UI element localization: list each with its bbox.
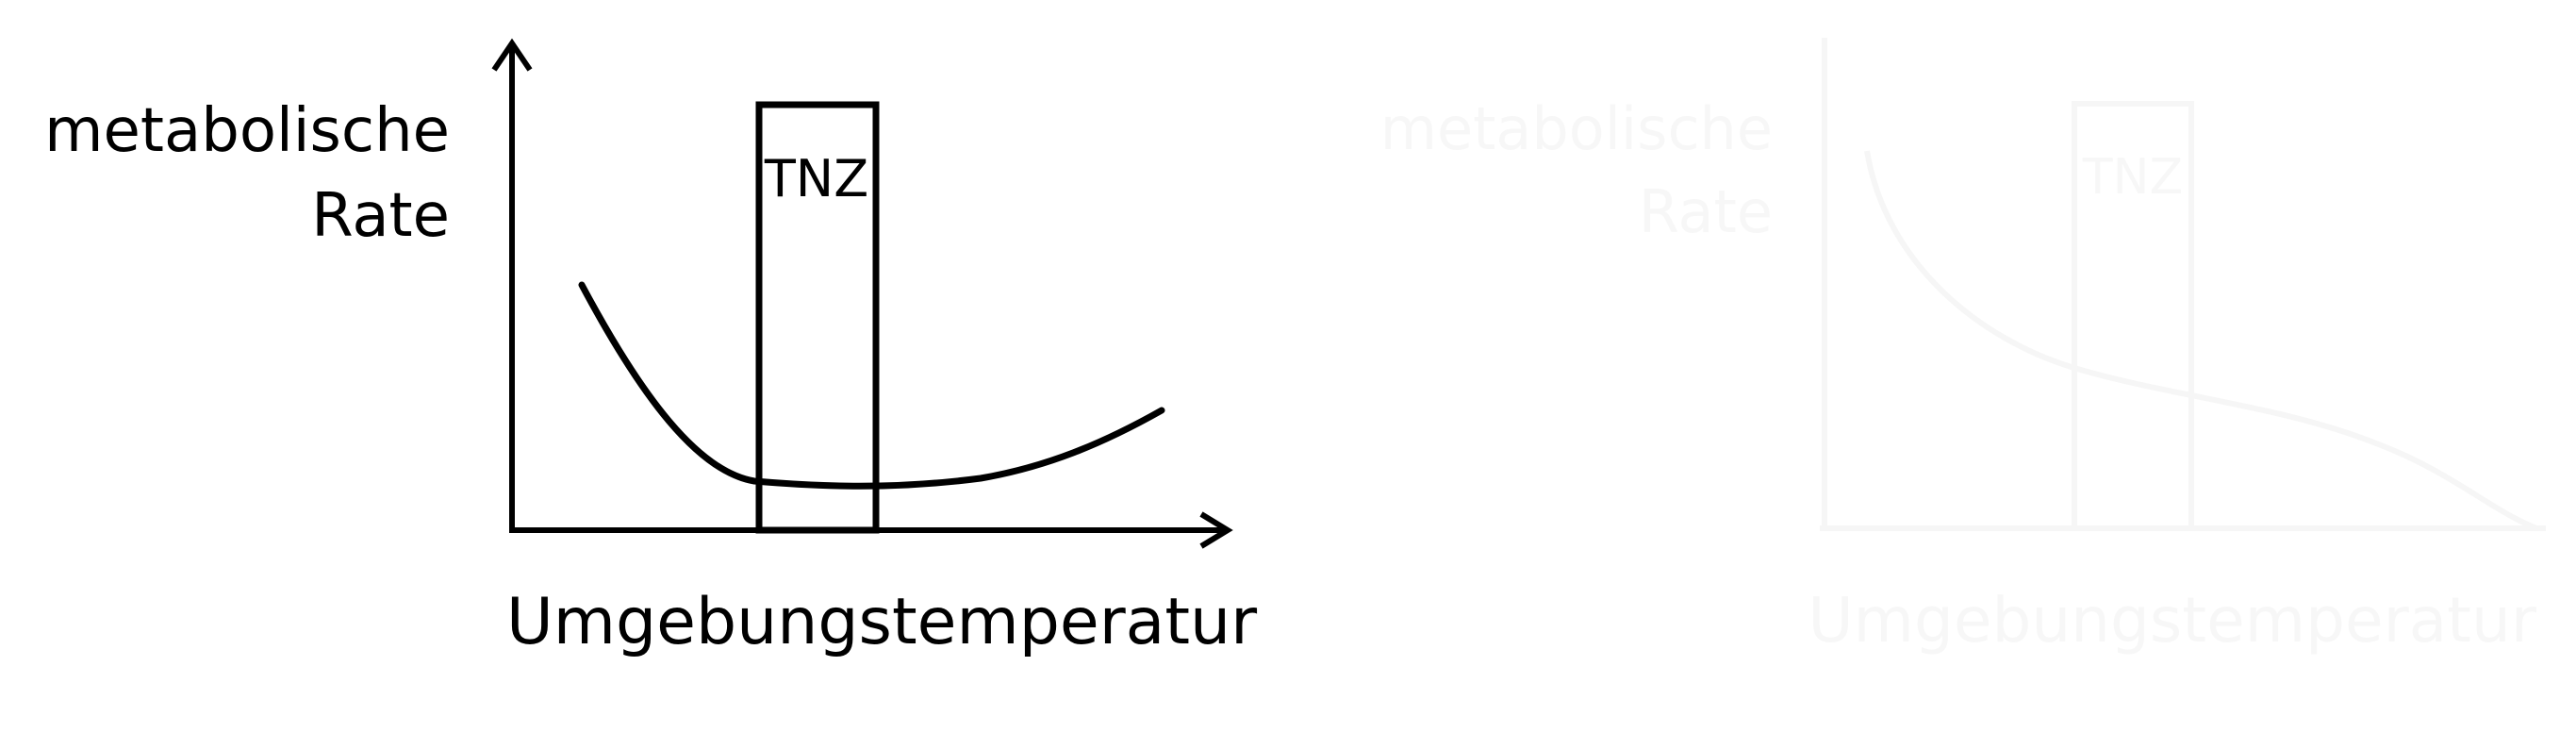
x-axis-label: Umgebungstemperatur (506, 585, 1257, 659)
y-axis-arrowhead (491, 38, 533, 72)
y-axis-label-line2: Rate (311, 181, 450, 251)
ghost-metabolic-rate-curve (1864, 150, 2538, 531)
ghost-y-axis-label-line2: Rate (1639, 177, 1773, 246)
y-axis-label-line1: metabolische (44, 96, 450, 166)
left-diagram: TNZ metabolische Rate Umgebungstemperatu… (44, 38, 1257, 659)
ghost-zone-label: TNZ (2082, 149, 2183, 206)
zone-label: TNZ (764, 149, 868, 208)
ghost-thermoneutral-zone-box (2072, 101, 2194, 531)
ghost-x-axis-label: Umgebungstemperatur (1808, 584, 2536, 657)
thermoneutral-zone-box (755, 101, 880, 534)
metabolic-rate-curve (578, 281, 1165, 490)
x-axis-arrowhead (1199, 511, 1233, 549)
ghost-y-axis-label-line1: metabolische (1380, 94, 1773, 163)
right-diagram: TNZ metabolische Rate Umgebungstemperatu… (1380, 38, 2546, 657)
